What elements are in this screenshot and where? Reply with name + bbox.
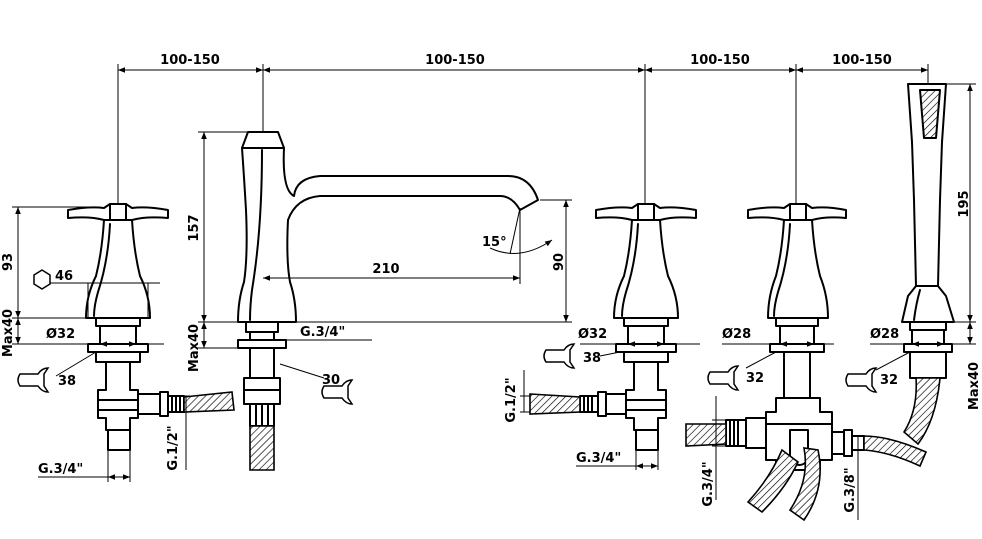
left-cross-valve	[67, 203, 235, 451]
wrench32-b-label: 32	[880, 373, 898, 388]
wrench-icon	[17, 367, 50, 393]
spout-drop-label: 90	[552, 253, 567, 271]
max40-left-label: Max40	[1, 309, 16, 357]
dia28-mid-label: Ø28	[722, 327, 751, 342]
max40-mid-label: Max40	[187, 324, 202, 372]
thread34-left-label: G.3/4"	[38, 462, 83, 477]
right-cross-valve	[529, 203, 697, 451]
spacing-label-4: 100-150	[832, 53, 892, 68]
diverter-dims	[712, 341, 862, 520]
wrench38-right-label: 38	[583, 351, 601, 366]
spout-angle-label: 15°	[482, 235, 507, 250]
spout-reach-label: 210	[372, 262, 399, 277]
spout-height-label: 157	[187, 214, 202, 241]
spout	[237, 131, 539, 471]
wrench32-a-label: 32	[746, 371, 764, 386]
wrench30-label: 30	[322, 373, 340, 388]
thread34-spout-label: G.3/4"	[300, 325, 345, 340]
wrench-icon	[543, 343, 576, 369]
dia32-right-label: Ø32	[578, 327, 607, 342]
top-dimension-chain	[117, 64, 929, 210]
hex-nut-icon	[33, 269, 51, 290]
thread12-left-label: G.1/2"	[166, 425, 181, 470]
wrench-icon	[321, 379, 354, 405]
dia28-right-label: Ø28	[870, 327, 899, 342]
hex-size-label: 46	[55, 269, 73, 284]
wrench-icon	[845, 367, 878, 393]
wrench-icon	[707, 365, 740, 391]
right-valve-dims	[520, 341, 700, 470]
spacing-label-1: 100-150	[160, 53, 220, 68]
spacing-label-2: 100-150	[425, 53, 485, 68]
wrench38-left-label: 38	[58, 374, 76, 389]
wrench-leader-left	[55, 351, 97, 377]
shower-height-label: 195	[957, 190, 972, 217]
shower-dims	[870, 83, 976, 371]
thread12-right-label: G.1/2"	[504, 377, 519, 422]
dia32-left-label: Ø32	[46, 327, 75, 342]
max40-right-label: Max40	[967, 362, 982, 410]
handle-height-label: 93	[1, 253, 16, 271]
thread34-right-label: G.3/4"	[576, 451, 621, 466]
hand-shower	[901, 83, 955, 446]
spacing-label-3: 100-150	[690, 53, 750, 68]
left-vertical-dims	[12, 206, 190, 482]
thread34-vert-label: G.3/4"	[701, 461, 716, 506]
thread38-label: G.3/8"	[843, 467, 858, 512]
diverter-valve	[685, 203, 928, 522]
spout-dims	[198, 131, 572, 379]
